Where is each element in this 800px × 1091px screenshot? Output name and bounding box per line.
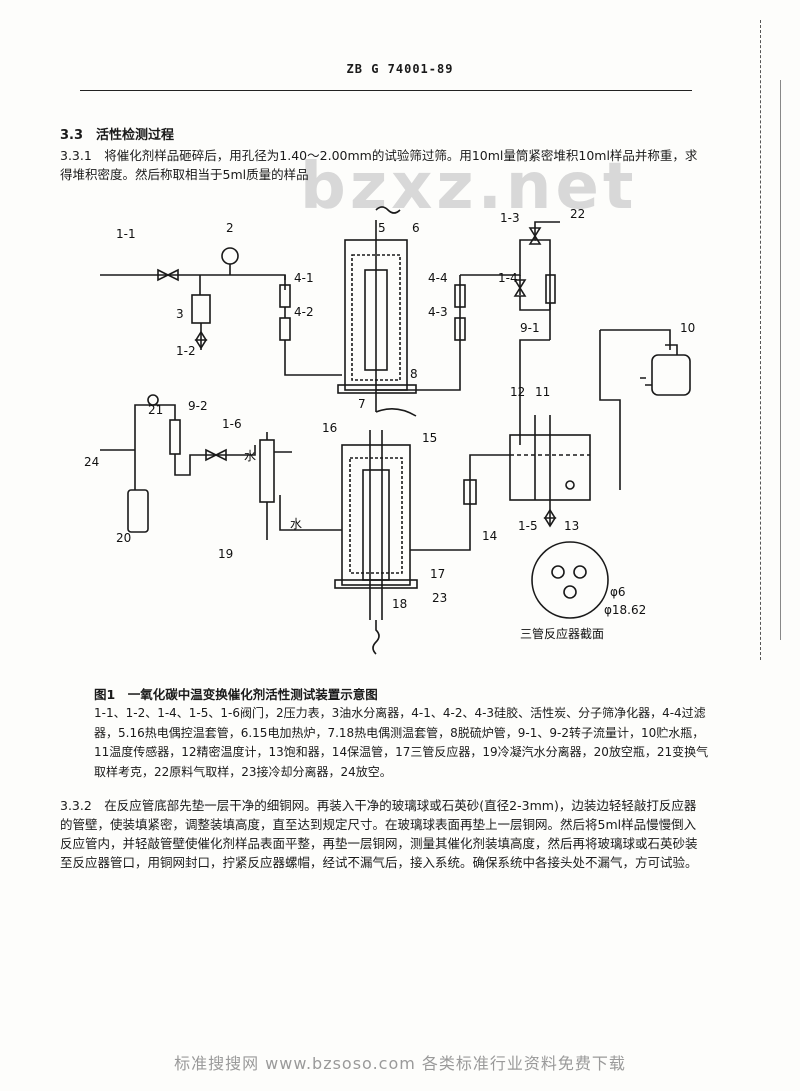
watermark: bzxz.net <box>300 150 638 224</box>
figure-legend: 1-1、1-2、1-4、1-5、1-6阀门，2压力表，3油水分离器，4-1、4-… <box>94 706 709 779</box>
label-15: 15 <box>422 431 437 445</box>
label-4-2: 4-2 <box>294 305 314 319</box>
label-9-1: 9-1 <box>520 321 540 335</box>
temperature-sensor <box>534 415 551 500</box>
label-14: 14 <box>482 529 497 543</box>
rotameter <box>169 419 181 455</box>
pipe <box>284 307 342 376</box>
valve-icon <box>205 448 227 462</box>
label-16: 16 <box>322 421 337 435</box>
filter <box>454 284 466 308</box>
label-24: 24 <box>84 455 99 469</box>
vent-bottle <box>127 489 149 533</box>
pipe <box>279 495 342 531</box>
section-heading: 3.3 活性检测过程 <box>60 128 175 143</box>
label-18: 18 <box>392 597 407 611</box>
pipe <box>376 275 461 391</box>
label-3: 3 <box>176 307 184 321</box>
label-4-3: 4-3 <box>428 305 448 319</box>
tube-section <box>563 585 577 599</box>
label-d18: φ18.62 <box>604 603 646 617</box>
tube-section <box>573 565 587 579</box>
label-4-1: 4-1 <box>294 271 314 285</box>
valve-icon <box>194 330 208 350</box>
pipe <box>599 329 671 490</box>
three-tube-reactor <box>362 469 390 581</box>
label-9-2: 9-2 <box>188 399 208 413</box>
oil-water-separator <box>191 294 211 324</box>
label-section-note: 三管反应器截面 <box>520 626 604 641</box>
purifier <box>279 317 291 341</box>
reactor-cross-section <box>531 541 609 619</box>
electric-furnace-reactor <box>341 444 411 586</box>
condenser <box>259 439 275 503</box>
label-13: 13 <box>564 519 579 533</box>
label-2: 2 <box>226 221 234 235</box>
site-footer: 标准搜搜网 www.bzsoso.com 各类标准行业资料免费下载 <box>174 1054 626 1073</box>
label-1-6: 1-6 <box>222 417 242 431</box>
label-10: 10 <box>680 321 695 335</box>
label-17: 17 <box>430 567 445 581</box>
pipe <box>519 339 550 445</box>
scan-edge-mark <box>760 20 761 660</box>
paragraph-3-3-1: 3.3.1 将催化剂样品砸碎后，用孔径为1.40～2.00mm的试验筛过筛。用1… <box>60 148 698 182</box>
label-water-1: 水 <box>244 449 256 463</box>
label-8: 8 <box>410 367 418 381</box>
pipe <box>100 404 150 490</box>
label-1-3: 1-3 <box>500 211 520 225</box>
insulated-pipe <box>410 454 510 551</box>
tube-section <box>551 565 565 579</box>
label-1-1: 1-1 <box>116 227 136 241</box>
furnace-base <box>337 384 417 394</box>
document-code: ZB G 74001-89 <box>346 62 454 76</box>
apparatus-diagram: 1-1 2 3 1-2 4-1 4-2 5 6 8 7 1-3 22 4-4 4… <box>84 206 695 655</box>
label-1-4: 1-4 <box>498 271 518 285</box>
heating-coil <box>349 457 403 574</box>
label-5: 5 <box>378 221 386 235</box>
pipe <box>205 274 286 290</box>
valve-icon <box>543 508 557 528</box>
label-20: 20 <box>116 531 131 545</box>
pipe <box>153 404 176 420</box>
label-22: 22 <box>570 207 585 221</box>
label-23: 23 <box>432 591 447 605</box>
reactor-base <box>334 579 418 589</box>
label-1-5: 1-5 <box>518 519 538 533</box>
paragraph-3-3-2: 3.3.2 在反应管底部先垫一层干净的细铜网。再装入干净的玻璃球或石英砂(直径2… <box>60 798 698 870</box>
figure-caption: 图1 一氧化碳中温变换催化剂活性测试装置示意图 <box>94 687 378 702</box>
label-d6: φ6 <box>610 585 626 599</box>
header-rule <box>80 90 692 91</box>
label-7: 7 <box>358 397 366 411</box>
label-12: 12 <box>510 385 525 399</box>
pipe <box>174 445 256 476</box>
valve-icon <box>157 268 179 282</box>
pipe <box>460 221 560 276</box>
label-4-4: 4-4 <box>428 271 448 285</box>
label-11: 11 <box>535 385 550 399</box>
insulation-sleeve <box>463 479 477 505</box>
pipe <box>519 239 551 310</box>
pipe <box>519 296 551 340</box>
purifier <box>454 317 466 341</box>
label-6: 6 <box>412 221 420 235</box>
label-21: 21 <box>148 403 163 417</box>
wire <box>372 620 380 655</box>
wire <box>375 408 417 417</box>
pressure-gauge-icon <box>221 247 239 265</box>
label-19: 19 <box>218 547 233 561</box>
bubbler <box>565 480 575 490</box>
label-1-2: 1-2 <box>176 344 196 358</box>
water-storage-bottle <box>651 354 691 396</box>
pipe <box>266 432 292 540</box>
label-water-2: 水 <box>290 517 302 531</box>
scan-edge-line <box>780 80 781 640</box>
wire <box>375 206 401 412</box>
tap <box>640 377 652 386</box>
